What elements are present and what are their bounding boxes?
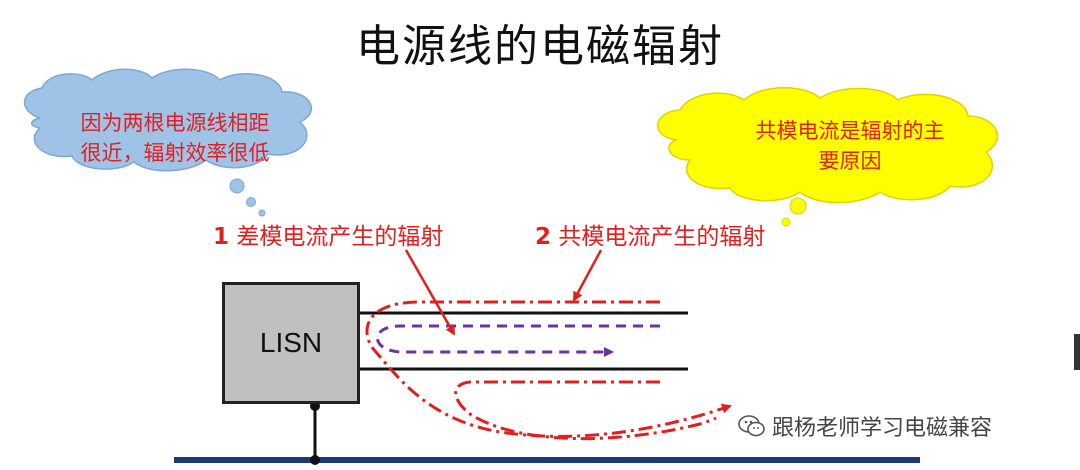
wechat-icon	[738, 415, 765, 437]
label-2-number: 2	[535, 224, 552, 250]
cloud-left-text: 因为两根电源线相距 很近，辐射效率很低	[50, 108, 300, 168]
ground-node-bottom	[310, 455, 320, 465]
right-edge-marker	[1074, 334, 1080, 370]
watermark-text: 跟杨老师学习电磁兼容	[772, 416, 993, 441]
label-common-mode: 2 共模电流产生的辐射	[535, 217, 765, 251]
cloud-right-line-2: 要原因	[818, 149, 882, 173]
differential-mode-loop	[376, 324, 660, 357]
cloud-left-line-1: 因为两根电源线相距	[80, 111, 270, 135]
lisn-label: LISN	[259, 327, 323, 358]
cloud-left	[23, 68, 313, 217]
label-1-text: 差模电流产生的辐射	[229, 224, 444, 250]
watermark: 跟杨老师学习电磁兼容	[738, 410, 992, 442]
label-2-text: 共模电流产生的辐射	[551, 224, 766, 250]
cloud-left-line-2: 很近，辐射效率很低	[80, 141, 270, 165]
label-differential-mode: 1 差模电流产生的辐射	[213, 217, 443, 251]
lisn-box: LISN	[222, 282, 360, 404]
cloud-right-line-1: 共模电流是辐射的主	[755, 119, 945, 143]
label-1-pointer-arrow	[404, 249, 456, 336]
cloud-right-text: 共模电流是辐射的主 要原因	[690, 116, 1010, 176]
common-mode-path-lower	[454, 380, 717, 441]
common-mode-path-upper	[365, 300, 732, 438]
label-1-number: 1	[213, 224, 230, 250]
cloud-right	[657, 87, 999, 227]
label-2-pointer-arrow	[572, 249, 603, 302]
page-title: 电源线的电磁辐射	[356, 21, 724, 72]
